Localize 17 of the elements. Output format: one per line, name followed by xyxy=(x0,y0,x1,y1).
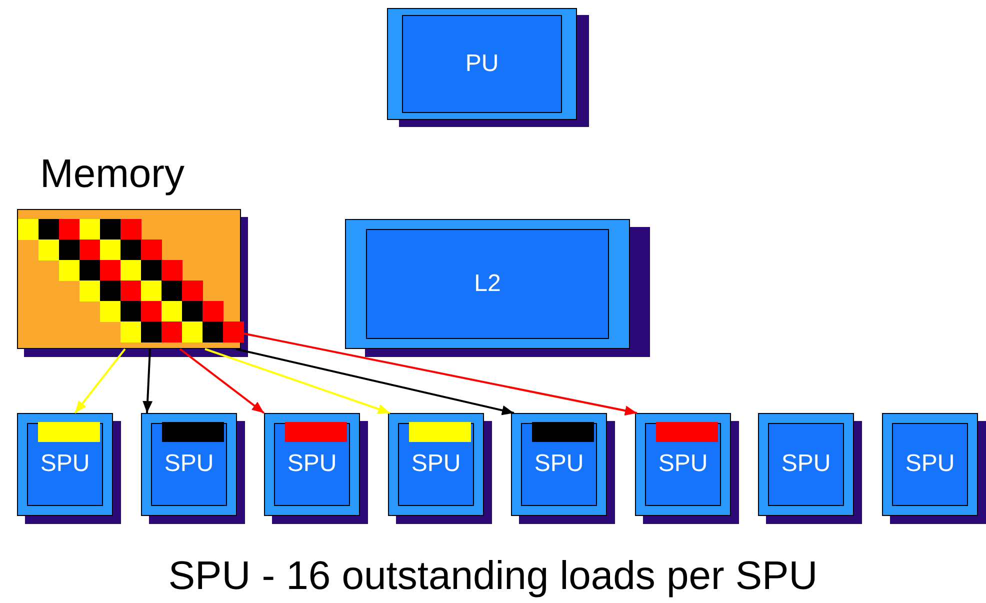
node-label: L2 xyxy=(474,270,501,298)
caption: SPU - 16 outstanding loads per SPU xyxy=(167,553,819,600)
arrow xyxy=(142,348,153,414)
node-label: SPU xyxy=(534,450,584,478)
memory-heading: Memory xyxy=(40,151,184,198)
arrow xyxy=(179,348,265,414)
arrow xyxy=(236,348,514,416)
node-label: SPU xyxy=(658,450,708,478)
node-label: SPU xyxy=(287,450,337,478)
arrow xyxy=(204,348,390,414)
node-label: PU xyxy=(465,50,499,78)
node-label: SPU xyxy=(781,450,831,478)
node-label: SPU xyxy=(40,450,90,478)
arrow xyxy=(74,348,126,414)
node-label: SPU xyxy=(905,450,955,478)
node-label: SPU xyxy=(164,450,214,478)
node-label: SPU xyxy=(411,450,461,478)
